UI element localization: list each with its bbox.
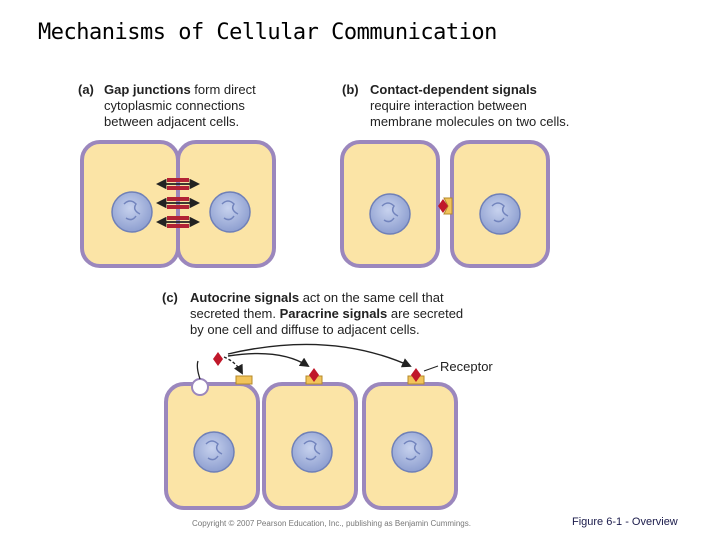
nucleus-c-1	[193, 431, 235, 473]
panel-a-term: Gap junctions	[104, 82, 191, 97]
panel-c-letter: (c)	[162, 290, 178, 305]
chromatin-a-right	[221, 200, 239, 221]
panel-b-line3: membrane molecules on two cells.	[370, 114, 570, 129]
panel-a-line1: Gap junctions form direct	[104, 82, 256, 97]
panel-a-letter: (a)	[78, 82, 94, 97]
receptor-cell-1	[235, 375, 253, 385]
chromatin-b-left	[381, 202, 399, 223]
panel-b-cells	[340, 140, 550, 268]
copyright-notice: Copyright © 2007 Pearson Education, Inc.…	[192, 519, 471, 528]
panel-b-line2: require interaction between	[370, 98, 527, 113]
secreted-signal-molecule	[213, 352, 223, 366]
panel-c-caption: Autocrine signals act on the same cell t…	[190, 290, 463, 338]
gap-junction-channels	[167, 178, 189, 228]
panel-c-line1: Autocrine signals act on the same cell t…	[190, 290, 444, 305]
nucleus-a-right	[209, 191, 251, 233]
nucleus-b-right	[479, 193, 521, 235]
panel-c-line2: secreted them. Paracrine signals are sec…	[190, 306, 464, 321]
autocrine-arrow	[223, 356, 243, 375]
receptor-label: Receptor	[440, 359, 493, 374]
nucleus-a-left	[111, 191, 153, 233]
paracrine-arrow-near	[227, 352, 310, 368]
panel-a-cells	[80, 140, 276, 268]
bound-signal-2	[309, 368, 319, 382]
paracrine-arrow-far	[227, 343, 412, 368]
chromatin-c-2	[303, 440, 321, 461]
chromatin-c-3	[403, 440, 421, 461]
panel-c-term2: Paracrine signals	[279, 306, 388, 321]
panel-a-line3: between adjacent cells.	[104, 114, 240, 129]
chromatin-b-right	[491, 202, 509, 223]
panel-c-cells	[164, 343, 458, 510]
gap-junction-arrows	[155, 178, 201, 228]
panel-a-caption: Gap junctions form direct cytoplasmic co…	[104, 82, 256, 130]
nucleus-c-3	[391, 431, 433, 473]
panel-c-term1: Autocrine signals	[190, 290, 300, 305]
receptor-leader-line	[423, 365, 439, 372]
secretory-vesicle	[191, 378, 209, 396]
bound-signal-3	[411, 368, 421, 382]
panel-b-caption: Contact-dependent signals require intera…	[370, 82, 569, 130]
chromatin-c-1	[205, 440, 223, 461]
chromatin-a-left	[123, 200, 141, 221]
nucleus-b-left	[369, 193, 411, 235]
figure-label: Figure 6-1 - Overview	[572, 516, 678, 528]
contact-signal-molecule	[438, 199, 448, 213]
secretion-path	[196, 360, 201, 380]
slide-title: Mechanisms of Cellular Communication	[38, 20, 497, 45]
panel-b-letter: (b)	[342, 82, 359, 97]
panel-b-term: Contact-dependent signals	[370, 82, 537, 97]
panel-c-line3: by one cell and diffuse to adjacent cell…	[190, 322, 420, 337]
panel-a-line2: cytoplasmic connections	[104, 98, 245, 113]
nucleus-c-2	[291, 431, 333, 473]
